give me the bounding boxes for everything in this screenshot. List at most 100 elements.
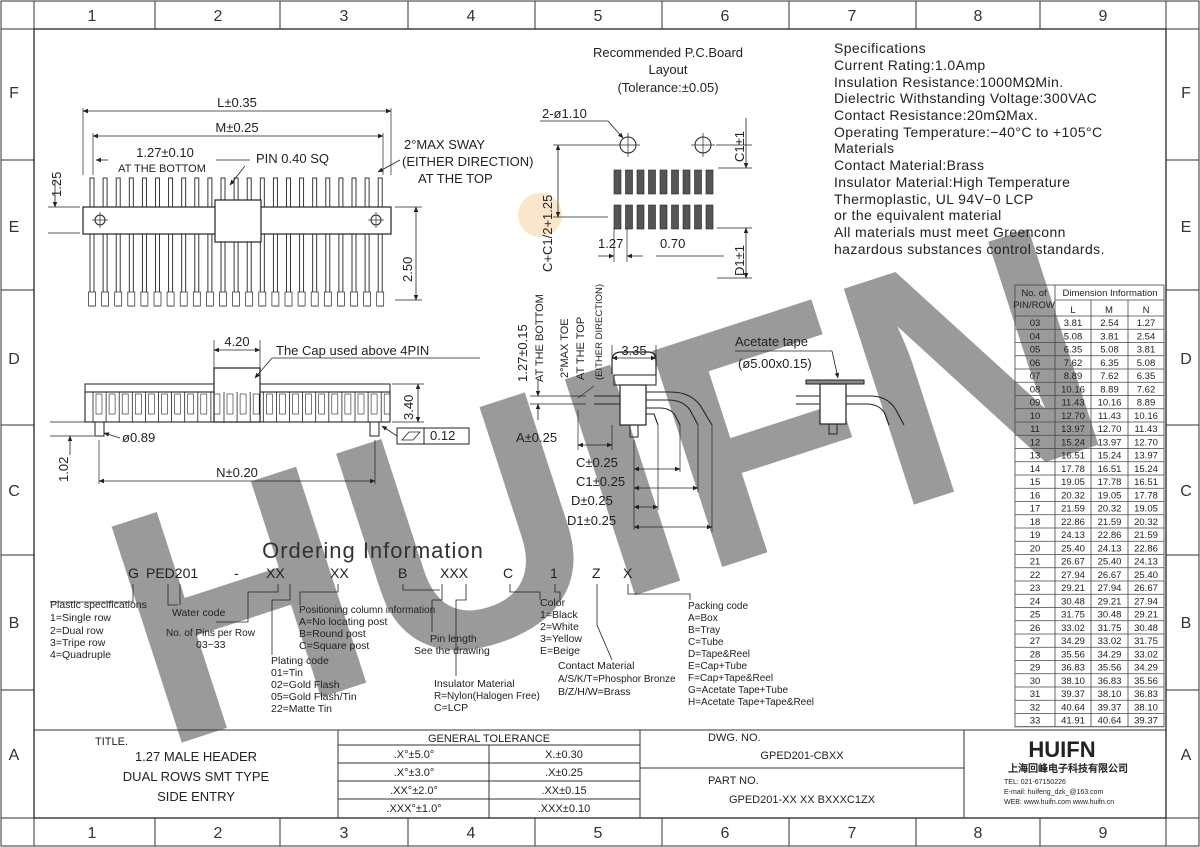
- table-cell-value: 6.35: [1064, 345, 1083, 356]
- order-pinlen-line: See the drawing: [414, 645, 490, 657]
- header-pin: [351, 177, 357, 307]
- table-cell-value: 3.81: [1137, 345, 1156, 356]
- part-number: GPED201-XX XX BXXXC1ZX: [729, 794, 876, 806]
- code-segment: PED201: [146, 565, 198, 581]
- pcb-pad: [659, 204, 668, 230]
- table-cell-value: 30.48: [1134, 623, 1158, 634]
- table-cell-value: 22.86: [1098, 530, 1122, 541]
- pcb-layout-labels: Recommended P.C.Board Layout (Tolerance:…: [540, 45, 747, 276]
- toe-note-3: (EITHER DIRECTION): [594, 284, 605, 380]
- table-cell-pins: 07: [1030, 371, 1041, 382]
- pin-tip: [101, 291, 109, 307]
- header-pin: [141, 177, 147, 307]
- side-pin-slot: [95, 393, 103, 415]
- order-position-line: B=Round post: [299, 628, 366, 640]
- dim-n: N±0.20: [216, 465, 258, 480]
- acetate-tape-view: [735, 350, 905, 435]
- order-packing-title: Packing code: [688, 601, 748, 612]
- col-label: 1: [88, 825, 97, 842]
- row-label: B: [1181, 615, 1192, 632]
- pin-tip: [153, 291, 162, 307]
- spec-line: Specifications: [834, 40, 926, 56]
- pin-tip: [258, 291, 267, 307]
- table-cell-value: 21.59: [1098, 517, 1122, 528]
- pin-tip: [179, 291, 188, 307]
- top-view: [48, 108, 422, 307]
- row-label: A: [9, 747, 20, 764]
- dimension-table: No. of PIN/ROW Dimension Information L M…: [1013, 284, 1165, 728]
- title-line: 1.27 MALE HEADER: [135, 749, 257, 764]
- table-cell-value: 13.97: [1134, 451, 1158, 462]
- row-label: D: [8, 351, 20, 368]
- toe-note-1: 2°MAX TOE: [559, 318, 571, 378]
- header-pin: [377, 177, 383, 307]
- order-plastic-line: 3=Tripe row: [50, 637, 106, 649]
- order-plating-line: 02=Gold Flash: [271, 679, 340, 691]
- title-line: SIDE ENTRY: [157, 789, 235, 804]
- spec-line: Insulation Resistance:1000MΩMin.: [834, 74, 1064, 90]
- table-cell-value: 1.27: [1137, 318, 1156, 329]
- code-segment: G: [128, 565, 139, 581]
- table-cell-pins: 21: [1030, 557, 1041, 568]
- table-cell-pins: 24: [1030, 596, 1041, 607]
- spec-line: Contact Resistance:20mΩMax.: [834, 107, 1038, 123]
- side-pin-slot: [121, 393, 129, 415]
- side-pin-slot: [174, 393, 181, 415]
- table-cell-value: 2.54: [1100, 318, 1119, 329]
- table-cell-value: 33.02: [1134, 649, 1158, 660]
- table-header-span: Dimension Information: [1062, 288, 1157, 299]
- table-cell-value: 36.83: [1061, 663, 1085, 674]
- table-cell-value: 38.10: [1134, 702, 1158, 713]
- col-label: 9: [1099, 8, 1108, 25]
- order-packing-line: D=Tape&Reel: [688, 649, 750, 660]
- title-line: DUAL ROWS SMT TYPE: [123, 769, 270, 784]
- dim-c1-1: C1±1: [732, 131, 747, 162]
- pcb-title-1: Recommended P.C.Board: [593, 45, 743, 60]
- table-cell-value: 22.86: [1134, 543, 1158, 554]
- table-cell-value: 15.24: [1098, 451, 1122, 462]
- order-packing-line: A=Box: [688, 613, 718, 624]
- company-tel: TEL: 021-67150226: [1004, 779, 1066, 786]
- table-cell-value: 20.32: [1061, 490, 1085, 501]
- spec-line: Dielectric Withstanding Voltage:300VAC: [834, 90, 1097, 106]
- code-segment: XX: [330, 565, 349, 581]
- order-packing-line: B=Tray: [688, 625, 720, 636]
- table-header-m: M: [1105, 305, 1113, 316]
- row-label: D: [1180, 351, 1192, 368]
- header-pin: [338, 177, 344, 307]
- table-cell-value: 11.43: [1061, 398, 1084, 409]
- header-pin: [194, 177, 200, 307]
- dim-a: A±0.25: [516, 430, 557, 445]
- dim-340: 3.40: [401, 395, 416, 420]
- table-cell-value: 31.75: [1098, 623, 1122, 634]
- row-label: F: [1181, 85, 1191, 102]
- dim-end-pitch-note: AT THE BOTTOM: [534, 294, 546, 382]
- table-cell-value: 25.40: [1134, 570, 1158, 581]
- side-pin-slot: [187, 393, 194, 415]
- table-cell-value: 2.54: [1137, 331, 1156, 342]
- table-cell-value: 19.05: [1061, 477, 1085, 488]
- col-label: 6: [721, 825, 730, 842]
- table-cell-value: 10.16: [1098, 398, 1122, 409]
- tolerance-linear: .X±0.25: [545, 767, 583, 779]
- header-pin: [155, 177, 160, 307]
- table-cell-value: 35.56: [1061, 649, 1085, 660]
- side-pin-slot: [200, 393, 208, 415]
- side-pin-slot: [331, 393, 339, 415]
- dim-c: C±0.25: [576, 455, 618, 470]
- dim-c-c1: C+C1/2+1.25: [540, 195, 555, 272]
- order-contact-line: B/Z/H/W=Brass: [558, 686, 631, 698]
- ordering-leaders: [50, 584, 691, 676]
- order-color-line: 1=Black: [540, 609, 578, 621]
- table-cell-value: 36.83: [1098, 676, 1122, 687]
- table-cell-value: 31.75: [1061, 610, 1085, 621]
- table-cell-value: 24.13: [1098, 543, 1122, 554]
- pcb-title-2: Layout: [648, 62, 687, 77]
- side-pin-slot: [357, 393, 365, 415]
- pcb-pad: [636, 169, 645, 195]
- table-cell-value: 8.89: [1100, 384, 1119, 395]
- order-plastic-line: 4=Quadruple: [50, 649, 111, 661]
- order-packing-line: E=Cap+Tube: [688, 661, 748, 672]
- table-cell-value: 3.81: [1100, 331, 1119, 342]
